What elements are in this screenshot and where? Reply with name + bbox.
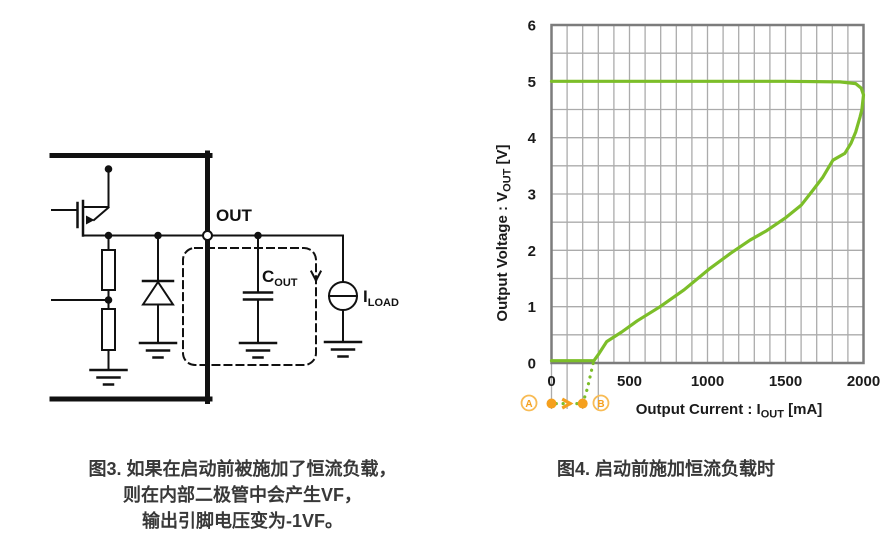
plot-border bbox=[550, 23, 865, 365]
figure3-caption-line: 图3. 如果在启动前被施加了恒流负载， bbox=[88, 459, 397, 479]
out-pin-circle bbox=[202, 230, 213, 241]
marker-dot-start bbox=[546, 398, 557, 409]
cout-label: COUT bbox=[262, 267, 298, 289]
ground-symbol bbox=[238, 341, 278, 359]
resistor-top bbox=[101, 249, 116, 291]
x-tick-label: 1500 bbox=[769, 373, 802, 390]
series-startup-trajectory-dotted bbox=[581, 358, 596, 406]
constant-current-load bbox=[323, 234, 363, 358]
ground-symbol bbox=[138, 341, 178, 359]
current-loop-dashed-box bbox=[182, 247, 323, 366]
mosfet-arrow bbox=[86, 215, 95, 225]
marker-a-letter: A bbox=[525, 399, 532, 410]
figure3-caption-line: 则在内部二极管中会产生VF， bbox=[123, 485, 362, 505]
y-tick-label: 2 bbox=[528, 243, 536, 260]
iload-label: ILOAD bbox=[363, 287, 399, 309]
x-tick-label: 2000 bbox=[847, 373, 880, 390]
resistor-bottom bbox=[101, 308, 116, 351]
figure3-caption: 图3. 如果在启动前被施加了恒流负载， 则在内部二极管中会产生VF， 输出引脚电… bbox=[55, 456, 430, 534]
y-tick-label: 5 bbox=[528, 74, 536, 91]
figure4-caption: 图4. 启动前施加恒流负载时 bbox=[556, 459, 775, 479]
x-axis-title: Output Current : IOUT [mA] bbox=[636, 401, 823, 421]
series-vout-vs-iout-trajectory bbox=[549, 79, 866, 363]
ground-symbol bbox=[89, 368, 128, 386]
output-capacitor bbox=[238, 234, 278, 359]
figure3-circuit-diagram: OUT COUT ILOAD bbox=[49, 150, 399, 404]
internal-diode bbox=[138, 234, 178, 359]
marker-a-ring bbox=[520, 394, 538, 412]
out-pin-label: OUT bbox=[216, 206, 253, 225]
marker-b-ring bbox=[592, 394, 610, 412]
pmos-transistor bbox=[51, 168, 110, 237]
y-tick-label: 0 bbox=[528, 356, 536, 373]
feedback-divider bbox=[51, 234, 128, 386]
diode-triangle bbox=[141, 280, 175, 306]
x-tick-label: 1000 bbox=[691, 373, 724, 390]
y-tick-label: 3 bbox=[528, 187, 536, 204]
marker-arrow-head bbox=[561, 397, 574, 410]
marker-b-letter: B bbox=[597, 399, 604, 410]
marker-dot-end bbox=[577, 398, 588, 409]
x-tick-label: 0 bbox=[547, 373, 555, 390]
y-axis-title: Output Voltage : VOUT [V] bbox=[494, 144, 514, 321]
ground-symbol bbox=[323, 340, 363, 358]
loop-direction-arrow bbox=[309, 270, 323, 282]
y-tick-label: 6 bbox=[528, 18, 536, 35]
figure3-caption-line: 输出引脚电压变为-1VF。 bbox=[141, 511, 343, 531]
x-tick-label: 500 bbox=[617, 373, 642, 390]
y-tick-label: 1 bbox=[528, 299, 536, 316]
y-tick-label: 4 bbox=[528, 130, 537, 147]
ic-boundary bbox=[49, 150, 213, 404]
capacitor-plates bbox=[242, 291, 274, 301]
